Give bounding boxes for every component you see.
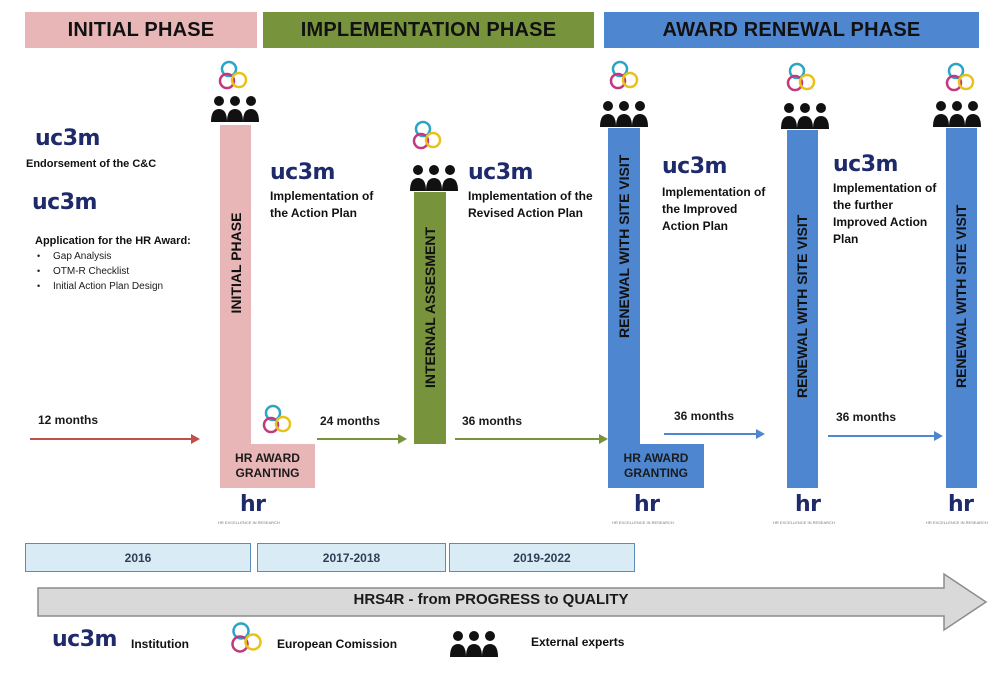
uc3m-logo: uc3m xyxy=(833,152,898,177)
duration-label: 24 months xyxy=(320,414,381,428)
duration-label: 12 months xyxy=(38,413,99,427)
external-experts-icon xyxy=(410,165,458,191)
initial-phase-header: INITIAL PHASE xyxy=(25,12,257,48)
hr-logo-caption: HR EXCELLENCE IN RESEARCH xyxy=(612,520,674,525)
legend-experts: External experts xyxy=(531,635,625,649)
hr-award-granting-box: HR AWARD GRANTING xyxy=(608,444,704,488)
uc3m-logo: uc3m xyxy=(32,190,97,215)
red-arrow xyxy=(30,434,200,444)
initial-phase-pillar xyxy=(220,125,251,488)
application-list: Gap Analysis OTM-R Checklist Initial Act… xyxy=(37,249,163,294)
step-text: Implementation of the Revised Action Pla… xyxy=(468,189,593,220)
hr-excellence-logo: hr HR EXCELLENCE IN RESEARCH xyxy=(926,492,988,525)
european-commission-icon xyxy=(945,62,975,92)
step-text: Implementation of the Action Plan xyxy=(270,189,374,220)
renewal-pillar-label: RENEWAL WITH SITE VISIT xyxy=(953,204,969,388)
european-commission-icon xyxy=(412,120,442,150)
hr-logo-caption: HR EXCELLENCE IN RESEARCH xyxy=(218,520,280,525)
external-experts-icon xyxy=(450,631,498,657)
renewal-pillar-label: RENEWAL WITH SITE VISIT xyxy=(794,214,810,398)
list-item: Initial Action Plan Design xyxy=(37,279,163,294)
external-experts-icon xyxy=(211,96,259,122)
duration-label: 36 months xyxy=(674,409,735,423)
hr-logo-text: hr xyxy=(795,492,821,517)
legend-european: European Comission xyxy=(277,637,398,651)
european-commission-icon xyxy=(231,622,262,653)
grant-line1: HR AWARD xyxy=(235,451,300,465)
application-title: Application for the HR Award: xyxy=(35,235,191,247)
uc3m-logo: uc3m xyxy=(35,126,100,151)
internal-assessment-pillar xyxy=(414,192,446,444)
external-experts-icon xyxy=(781,103,829,129)
green-arrow xyxy=(317,434,407,444)
uc3m-logo: uc3m xyxy=(468,160,533,185)
duration-label: 36 months xyxy=(836,410,897,424)
duration-label: 36 months xyxy=(462,414,523,428)
hr-excellence-logo: hr HR EXCELLENCE IN RESEARCH xyxy=(612,492,674,525)
grant-line2: GRANTING xyxy=(235,466,300,480)
external-experts-icon xyxy=(933,101,981,127)
renewal-pillar xyxy=(787,130,818,488)
endorsement-text: Endorsement of the C&C xyxy=(26,158,157,170)
european-commission-icon xyxy=(609,60,639,90)
year-box: 2019-2022 xyxy=(449,543,635,572)
banner-text: HRS4R - from PROGRESS to QUALITY xyxy=(353,591,629,608)
uc3m-logo: uc3m xyxy=(270,160,335,185)
year-box: 2017-2018 xyxy=(257,543,446,572)
hr-logo-caption: HR EXCELLENCE IN RESEARCH xyxy=(926,520,988,525)
step-text: Implementation of the Improved Action Pl… xyxy=(662,185,766,233)
renewal-pillar xyxy=(608,128,640,488)
internal-assessment-label: INTERNAL ASSESMENT xyxy=(422,226,438,388)
renewal-pillar-label: RENEWAL WITH SITE VISIT xyxy=(616,154,632,338)
list-item: Gap Analysis xyxy=(37,249,163,264)
hr-logo-text: hr xyxy=(634,492,660,517)
list-item: OTM-R Checklist xyxy=(37,264,163,279)
uc3m-logo: uc3m xyxy=(662,154,727,179)
initial-phase-pillar-label: INITIAL PHASE xyxy=(228,212,244,314)
uc3m-logo: uc3m xyxy=(52,627,117,652)
european-commission-icon xyxy=(262,404,292,434)
renewal-pillar xyxy=(946,128,977,488)
hr-excellence-logo: hr HR EXCELLENCE IN RESEARCH xyxy=(773,492,835,525)
european-commission-icon xyxy=(786,62,816,92)
grant-line1: HR AWARD xyxy=(623,451,689,465)
year-box: 2016 xyxy=(25,543,251,572)
blue-arrow xyxy=(664,429,765,439)
external-experts-icon xyxy=(600,101,648,127)
hr-award-granting-box: HR AWARD GRANTING xyxy=(220,444,315,488)
hr-logo-text: hr xyxy=(948,492,974,517)
european-commission-icon xyxy=(218,60,248,90)
hr-logo-text: hr xyxy=(240,492,266,517)
grant-line2: GRANTING xyxy=(624,466,688,480)
green-arrow xyxy=(455,434,608,444)
banner-arrow xyxy=(37,572,988,632)
renewal-phase-header: AWARD RENEWAL PHASE xyxy=(604,12,979,48)
step-text: Implementation of the further Improved A… xyxy=(833,181,937,246)
implementation-phase-header: IMPLEMENTATION PHASE xyxy=(263,12,594,48)
hr-logo-caption: HR EXCELLENCE IN RESEARCH xyxy=(773,520,835,525)
hr-excellence-logo: hr HR EXCELLENCE IN RESEARCH xyxy=(218,492,280,525)
blue-arrow xyxy=(828,431,943,441)
legend-institution: Institution xyxy=(131,637,189,651)
